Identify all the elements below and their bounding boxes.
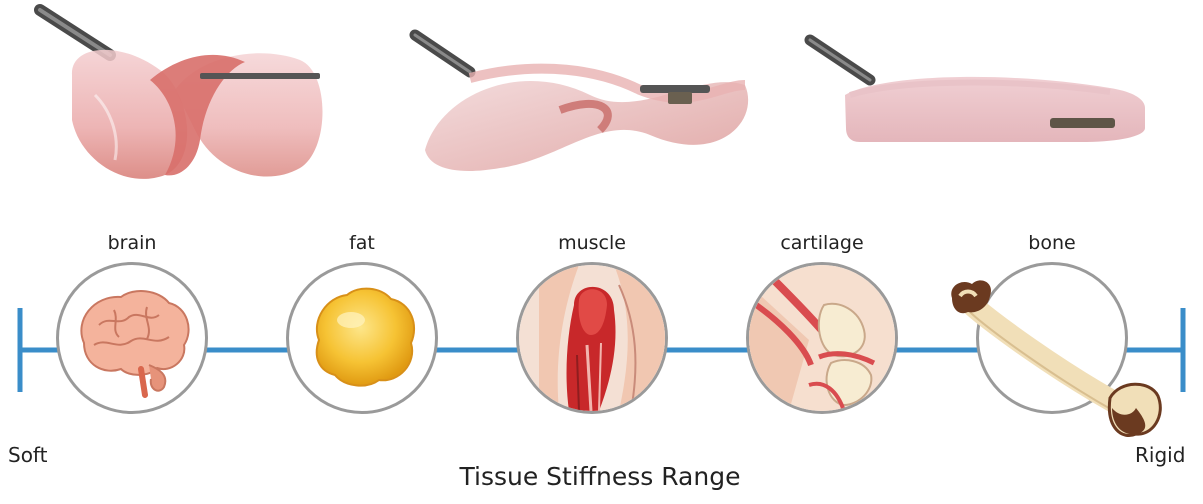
muscle-circle [516,262,668,414]
stiff-gel-sample-photo [810,40,1145,142]
tissue-label-brain: brain [108,228,157,262]
tissue-fat: fat [277,228,447,458]
tissue-label-fat: fat [349,228,375,262]
tissue-label-muscle: muscle [558,228,626,262]
stiffness-range-title: Tissue Stiffness Range [360,462,840,491]
cartilage-icon [749,265,895,411]
rigid-label: Rigid [1135,443,1185,467]
tissue-label-bone: bone [1028,228,1075,262]
cartilage-circle [746,262,898,414]
muscle-icon [519,265,665,411]
fat-icon [289,265,435,411]
tissue-cartilage: cartilage [737,228,907,458]
bone-icon [940,268,1170,458]
fat-circle [286,262,438,414]
tissue-muscle: muscle [507,228,677,458]
soft-gel-sample-photo [40,10,323,179]
medium-gel-sample-photo [415,35,748,171]
brain-circle [56,262,208,414]
brain-icon [59,265,205,411]
tissue-brain: brain [47,228,217,458]
tissue-label-cartilage: cartilage [780,228,863,262]
soft-label: Soft [8,443,47,467]
gel-sample-photos [0,0,1203,200]
